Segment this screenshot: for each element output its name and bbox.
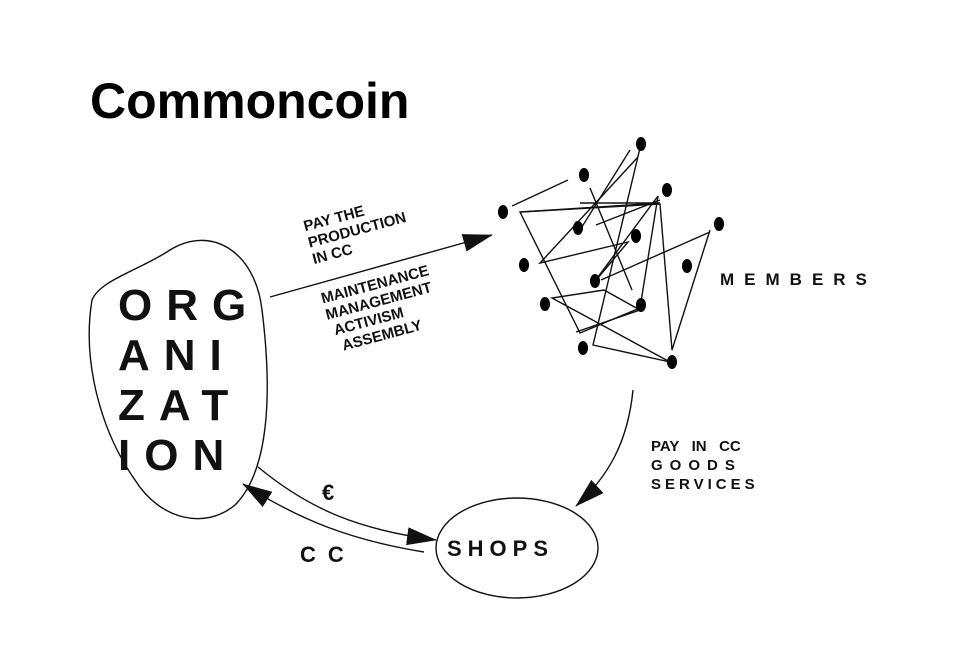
member-dot	[667, 355, 677, 369]
member-dot	[662, 183, 672, 197]
organization-line: ION	[118, 431, 238, 480]
member-dot	[540, 297, 550, 311]
member-dot	[498, 205, 508, 219]
member-dot	[631, 229, 641, 243]
member-dot	[714, 217, 724, 231]
members-label: MEMBERS	[720, 270, 877, 289]
arrow-to-members	[269, 234, 493, 298]
pay-production-label: PAY THE PRODUCTION IN CC	[302, 203, 408, 268]
cc-label: CC	[300, 542, 356, 567]
member-dot	[573, 221, 583, 235]
member-dot	[636, 298, 646, 312]
member-dot	[578, 341, 588, 355]
arrow-members-to-shops	[575, 389, 634, 507]
organization-line: ANI	[118, 331, 236, 380]
label-line: GOODS	[651, 457, 742, 474]
organization-label: ORG ANI ZAT ION	[118, 281, 260, 480]
euro-label: €	[322, 480, 340, 505]
activities-label: MAINTENANCE MANAGEMENT ACTIVISM ASSEMBLY	[319, 262, 433, 354]
page-title: Commoncoin	[90, 73, 409, 129]
organization-line: ZAT	[118, 381, 242, 430]
member-dot	[519, 258, 529, 272]
arrow-cc-to-organization	[242, 483, 425, 553]
label-line: PAY IN CC	[651, 438, 741, 455]
organization-shape	[88, 239, 268, 520]
member-dots	[498, 137, 724, 369]
organization-line: ORG	[118, 281, 260, 330]
member-dot	[636, 137, 646, 151]
arrow-euro-to-shops	[257, 466, 437, 546]
member-dot	[590, 274, 600, 288]
shops-shape	[435, 497, 599, 599]
shops-label: SHOPS	[447, 536, 554, 561]
member-dot	[579, 168, 589, 182]
pay-goods-services-label: PAY IN CC GOODS SERVICES	[651, 438, 759, 493]
label-line: SERVICES	[651, 476, 759, 493]
member-dot	[682, 259, 692, 273]
member-network-links	[511, 147, 711, 363]
